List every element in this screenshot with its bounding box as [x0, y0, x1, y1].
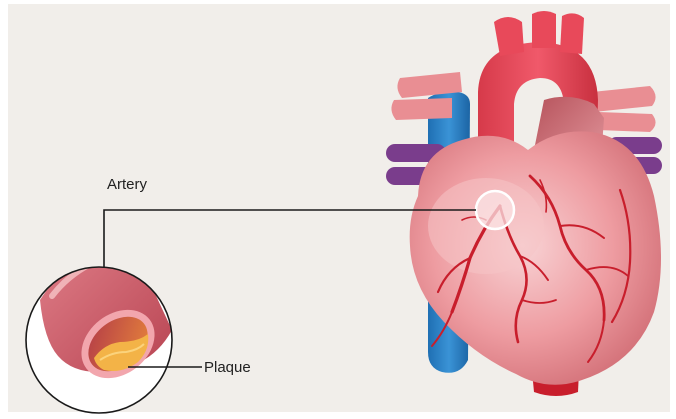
artery-label: Artery [107, 176, 148, 193]
plaque-label: Plaque [204, 359, 251, 376]
magnifier-spot [476, 191, 514, 229]
